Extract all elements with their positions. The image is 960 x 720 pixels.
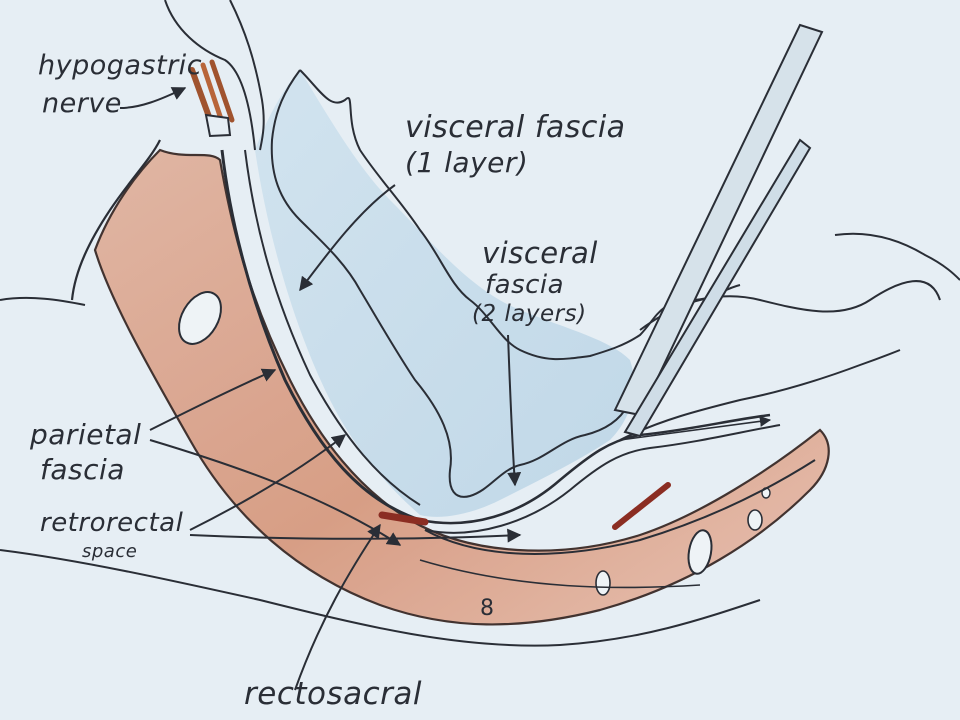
peritoneum-line-right — [834, 232, 960, 281]
label-retrorectal-space: space — [82, 541, 138, 562]
hypogastric-nerve — [189, 59, 235, 138]
coccyx-mark: 8 — [480, 596, 494, 621]
label-rectosacral: rectosacral — [244, 676, 423, 712]
parietal-arrow-1 — [149, 368, 277, 431]
fascia-line-lower — [419, 559, 701, 589]
coccygeal-foramen — [687, 529, 713, 575]
rectum — [255, 70, 634, 517]
retrorectal-arrow-1 — [189, 434, 347, 531]
hypogastric-arrow — [119, 87, 187, 109]
visceral-fascia-single — [220, 149, 421, 522]
visceral-fascia-inner — [244, 149, 421, 506]
fascia-line-arrow — [619, 415, 772, 441]
vertebra-outline — [70, 139, 161, 301]
ligament-mark — [612, 482, 671, 530]
coccygeal-foramen-small — [747, 509, 763, 531]
rectum-wall-outline-upper — [299, 69, 741, 361]
label-retrorectal: retrorectal — [40, 508, 184, 538]
label-nerve: nerve — [42, 88, 122, 119]
right-upper-contour — [619, 349, 901, 441]
retractor-instrument — [613, 23, 824, 438]
rectum-wall-outline — [270, 69, 629, 498]
label-parietal: parietal — [30, 418, 142, 451]
visceral-fascia-2-arrow — [507, 334, 522, 487]
label-visceral-fascia-2-layers: (2 layers) — [472, 301, 587, 327]
upper-fascia-strand-2 — [229, 0, 265, 151]
rectosacral-ligament — [378, 511, 429, 526]
label-visceral-fascia-1: visceral fascia — [405, 110, 626, 145]
label-visceral-fascia-2-fascia: fascia — [485, 270, 565, 300]
label-parietal-fascia: fascia — [40, 453, 125, 486]
retrorectal-arrow-2 — [189, 528, 522, 543]
visceral-fascia-double-inner — [424, 424, 781, 534]
upper-fascia-strand — [164, 0, 256, 151]
label-visceral-fascia-1-layer: (1 layer) — [405, 146, 529, 179]
lower-body-outline — [0, 549, 761, 647]
coccygeal-foramen-small — [595, 570, 611, 596]
left-body-outline — [0, 296, 86, 306]
rectosacral-arrow — [294, 523, 381, 691]
sacrum-band — [93, 148, 830, 626]
label-hypogastric: hypogastric — [38, 50, 203, 81]
visceral-fascia-1-arrow — [299, 184, 396, 292]
visceral-fascia-double-outer — [419, 413, 771, 525]
label-visceral-fascia-2: visceral — [482, 236, 598, 270]
sacral-foramen — [178, 291, 222, 345]
anal-canal-line — [424, 459, 816, 555]
